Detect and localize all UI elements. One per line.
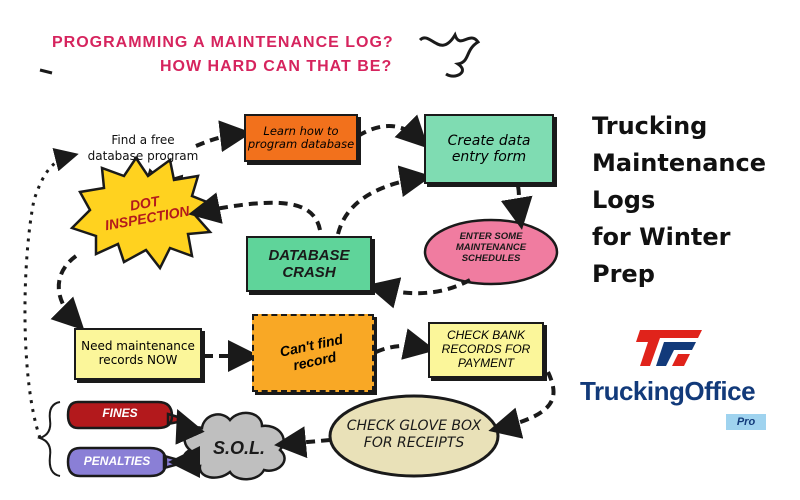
- title-line-1: Trucking: [592, 112, 708, 140]
- node-cant-find: Can't find record: [252, 314, 374, 392]
- node-learn-program: Learn how to program database: [244, 114, 358, 162]
- arrow-crash-to-form: [336, 165, 432, 235]
- arrow-loop-to-find: [23, 148, 79, 439]
- node-penalties: PENALTIES: [83, 454, 151, 468]
- node-enter-schedules: ENTER SOME MAINTENANCE SCHEDULES: [436, 231, 546, 265]
- flowchart: [23, 31, 559, 481]
- headline-line-1: PROGRAMMING A MAINTENANCE LOG?: [52, 34, 394, 51]
- brace: [36, 401, 61, 477]
- check-bank-line-2: RECORDS FOR: [441, 342, 531, 357]
- arrow-cantfind-to-bank: [375, 328, 436, 360]
- enter-schedules-line-1: ENTER SOME: [459, 231, 523, 242]
- check-bank-line-3: PAYMENT: [457, 355, 515, 370]
- node-find-program: Find a free database program: [78, 132, 208, 164]
- node-fines: FINES: [102, 406, 138, 420]
- arrow-glovebox-to-sol: [274, 426, 331, 459]
- scribble-doodle: [418, 31, 481, 78]
- arrow-bank-to-glovebox: [488, 371, 556, 439]
- node-glove-box: CHECK GLOVE BOX FOR RECEIPTS: [332, 418, 496, 452]
- glove-box-line-1: CHECK GLOVE BOX: [346, 418, 482, 434]
- title-line-3: Logs: [592, 186, 656, 214]
- learn-program-line-1: Learn how to: [263, 123, 339, 138]
- arrow-schedules-to-crash: [366, 277, 471, 309]
- enter-schedules-line-3: SCHEDULES: [461, 252, 521, 264]
- glove-box-line-2: FOR RECEIPTS: [363, 434, 465, 451]
- title-line-2: Maintenance: [592, 149, 767, 177]
- arrow-form-to-schedules: [500, 185, 533, 230]
- arrow-learn-to-form: [356, 114, 429, 149]
- node-sol: S.O.L.: [212, 438, 265, 458]
- node-create-form: Create data entry form: [424, 114, 554, 184]
- database-crash-line-2: CRASH: [282, 264, 336, 281]
- create-form-line-1: Create data: [447, 132, 531, 149]
- logo-wordmark: TruckingOffice: [580, 376, 756, 406]
- title-line-4: for Winter: [592, 223, 731, 251]
- learn-program-line-2: program database: [247, 137, 355, 151]
- need-records-line-1: Need maintenance: [81, 339, 195, 354]
- check-bank-line-1: CHECK BANK: [446, 328, 525, 343]
- find-program-line-1: Find a free: [111, 133, 175, 147]
- logo-pro-badge: Pro: [726, 414, 766, 430]
- node-database-crash: DATABASE CRASH: [246, 236, 372, 292]
- arrow-find-to-learn: [195, 120, 252, 153]
- database-crash-line-1: DATABASE: [268, 246, 350, 264]
- arrow-sol-to-fines: [175, 409, 205, 445]
- headline-line-2: HOW HARD CAN THAT BE?: [160, 58, 393, 75]
- headline-dash: [39, 68, 53, 75]
- create-form-line-2: entry form: [451, 149, 527, 165]
- article-title: Trucking Maintenance Logs for Winter Pre…: [592, 108, 792, 293]
- node-need-records: Need maintenance records NOW: [74, 328, 202, 380]
- arrow-dot-to-need: [50, 254, 85, 331]
- trucking-office-logo-icon: [636, 330, 702, 366]
- title-line-5: Prep: [592, 260, 655, 288]
- arrow-crash-to-dot: [188, 192, 322, 231]
- enter-schedules-ellipse: [423, 218, 559, 286]
- enter-schedules-line-2: MAINTENANCE: [455, 241, 527, 253]
- node-check-bank: CHECK BANK RECORDS FOR PAYMENT: [428, 322, 544, 378]
- need-records-line-2: records NOW: [98, 353, 178, 367]
- find-program-line-2: database program: [87, 149, 199, 164]
